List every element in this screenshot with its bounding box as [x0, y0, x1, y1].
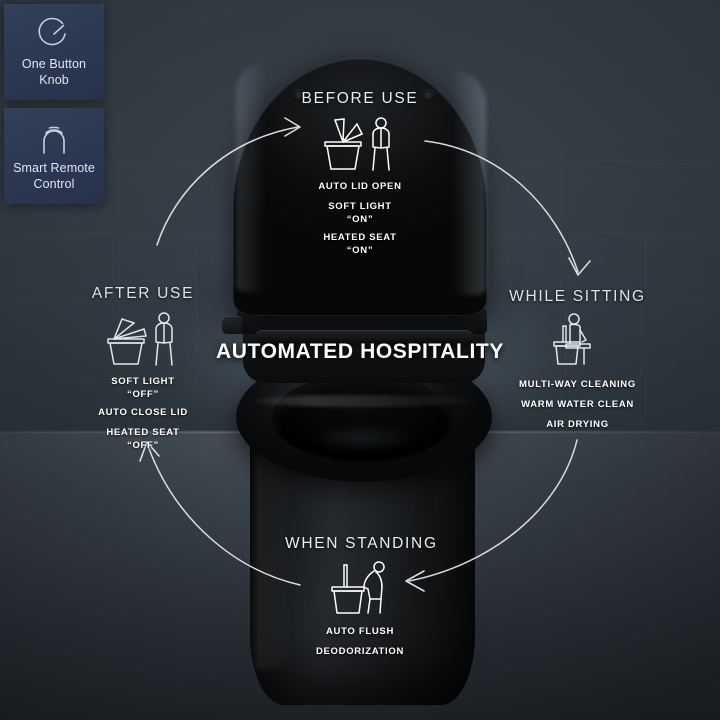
lid-bumper-left	[291, 89, 306, 101]
step-heading-while-sitting: WHILE SITTING	[509, 288, 646, 305]
feature-text: WARM WATER CLEAN	[521, 398, 634, 410]
remote-signal-icon	[43, 126, 65, 154]
badge-label-line1: Smart Remote	[13, 161, 95, 175]
step-block-before-use: BEFORE USE AUTO LID OPEN SOFT LIGHT “ON”…	[285, 90, 435, 256]
badge-one-button-knob[interactable]: One Button Knob	[4, 4, 104, 100]
feature-text: MULTI-WAY CLEANING	[519, 379, 636, 390]
standing-up-person-toilet-icon	[331, 561, 385, 614]
side-knob-icon[interactable]	[222, 316, 242, 334]
feature-text: AUTO CLOSE LID	[98, 407, 188, 419]
feature-state: “OFF”	[127, 388, 159, 400]
badge-label-line2: Control	[33, 176, 75, 191]
lid-bumper-right	[421, 89, 436, 101]
bowl-inner-highlight	[288, 418, 438, 458]
step-block-while-sitting: WHILE SITTING MULTI-WAY CLEANING WARM WA…	[500, 288, 655, 431]
seat-bar	[255, 330, 473, 347]
step-heading-after-use: AFTER USE	[91, 285, 195, 302]
feature-text: AUTO FLUSH	[325, 626, 395, 637]
feature-state: “OFF”	[127, 439, 159, 451]
badge-smart-remote-control[interactable]: Smart Remote Control	[4, 108, 104, 204]
step-block-when-standing: WHEN STANDING AUTO FLUSH DEODORIZATION	[285, 535, 438, 659]
feature-text: HEATED SEAT	[106, 426, 180, 438]
pedestal-rim-highlight	[253, 395, 472, 407]
feature-text: DEODORIZATION	[315, 645, 405, 657]
feature-text: SOFT LIGHT	[111, 376, 175, 387]
step-heading-when-standing: WHEN STANDING	[285, 535, 438, 552]
step-heading-before-use: BEFORE USE	[301, 90, 419, 107]
seated-person-toilet-icon	[552, 313, 591, 365]
badge-label-line1: One Button	[21, 57, 87, 71]
feature-text: HEATED SEAT	[323, 231, 397, 243]
feature-state: “ON”	[346, 213, 374, 225]
knob-dial-icon	[38, 17, 66, 46]
toilet-open-lid-standing-person-icon	[324, 117, 390, 171]
step-block-after-use: AFTER USE SOFT LIGHT “OFF” AUTO CLOSE LI…	[68, 285, 218, 451]
feature-text: AIR DRYING	[546, 418, 609, 430]
feature-state: “ON”	[346, 244, 374, 256]
badge-label: One Button Knob	[22, 57, 86, 88]
badge-label: Smart Remote Control	[13, 161, 95, 192]
badge-label-line2: Knob	[39, 72, 69, 87]
page-title: AUTOMATED HOSPITALITY	[216, 340, 504, 363]
feature-text: SOFT LIGHT	[328, 200, 392, 212]
toilet-closing-lid-standing-person-icon	[107, 312, 173, 366]
feature-text: AUTO LID OPEN	[318, 181, 402, 192]
